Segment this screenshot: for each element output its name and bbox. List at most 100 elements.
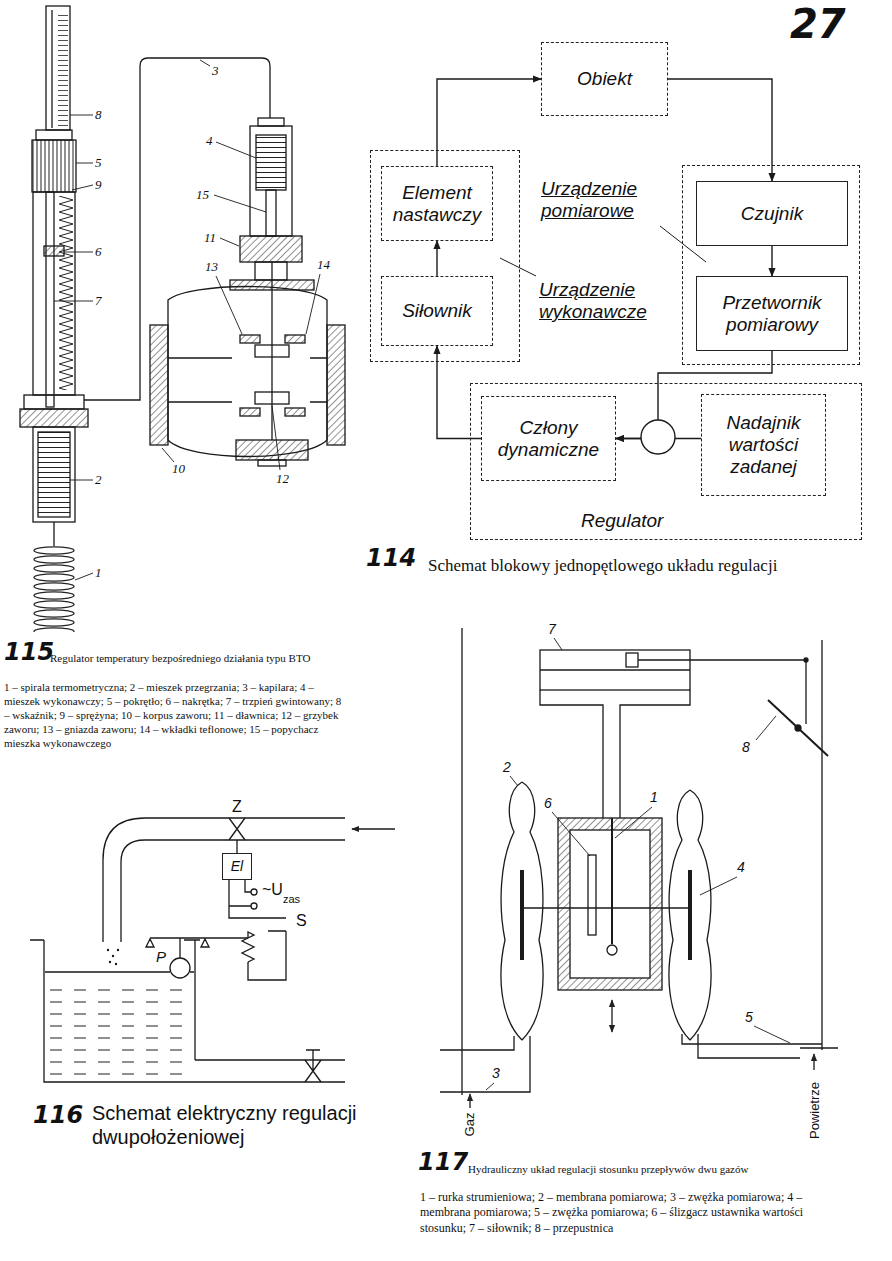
switch-label: S — [296, 913, 307, 929]
scale-indicator — [46, 6, 70, 130]
leader-line — [552, 812, 590, 856]
bottom-boss — [258, 460, 286, 466]
controller-group: Regulator Człony dynamiczne Nadajnik warto… — [470, 383, 862, 540]
scale-ticks — [58, 12, 68, 126]
callout-number: 8 — [742, 740, 750, 755]
fitting — [24, 395, 84, 409]
leader-line — [54, 301, 93, 302]
sensor-box: Czujnik — [696, 181, 848, 246]
callout-number: 11 — [204, 231, 216, 245]
callout-number: 5 — [745, 1010, 753, 1025]
droplets — [107, 949, 119, 965]
node-label: El — [231, 858, 243, 874]
gland — [240, 236, 302, 262]
callout-number: 9 — [95, 178, 102, 192]
valve-seat — [285, 408, 305, 416]
motion-arrow — [611, 1000, 612, 1032]
figure-number: 114 — [366, 546, 416, 570]
leader-lines — [486, 638, 790, 1090]
actuator-cylinder — [540, 650, 690, 690]
node-label: Człony dynamiczne — [486, 417, 611, 461]
wire — [248, 931, 286, 980]
jet-pipe — [611, 818, 613, 944]
node-label: Obiekt — [577, 68, 632, 90]
figure-number: 117 — [418, 1150, 468, 1174]
figure-caption: Schemat blokowy jednopętlowego układu re… — [428, 556, 868, 576]
setpoint-box: Nadajnik wartości zadanej — [701, 394, 826, 496]
callout-number: 8 — [95, 108, 102, 122]
flow-label: Gaz — [463, 1112, 476, 1136]
callout-number: 3 — [492, 1066, 500, 1081]
transducer-box: Przetwornik pomiarowy — [696, 276, 848, 351]
parts-key: 1 – spirala termometryczna; 2 – mieszek … — [4, 680, 342, 750]
overheat-bellows — [38, 432, 70, 517]
leader-line — [754, 1026, 790, 1043]
nut — [44, 246, 64, 256]
inlet-pipe — [103, 818, 345, 942]
actuator-box: Siłownik — [381, 276, 493, 346]
lower-body — [33, 427, 75, 522]
leader-line — [660, 226, 706, 262]
damper-pivot — [795, 725, 801, 731]
hex-nut — [20, 409, 88, 427]
callout-number: 15 — [196, 188, 209, 202]
valve-flange — [150, 325, 168, 445]
thermometric-coil — [33, 546, 75, 632]
impulse-line — [486, 1036, 530, 1092]
group-label: Urządzenie wykonawcze — [539, 279, 674, 323]
callout-number: 6 — [95, 245, 102, 259]
knob — [32, 140, 76, 192]
float-lever — [150, 937, 248, 938]
leader-line — [216, 276, 242, 334]
ratio-control-drawing — [440, 628, 838, 1108]
callout-number: 7 — [548, 622, 556, 637]
leader-line — [75, 573, 93, 580]
float-rod — [179, 938, 180, 958]
callout-number: 1 — [95, 566, 102, 580]
leader-line — [700, 877, 737, 895]
callout-number: 14 — [317, 258, 330, 272]
leader-line — [70, 480, 93, 481]
valve-seat — [240, 335, 260, 343]
node-label: Element nastawczy — [386, 182, 488, 226]
valve-bonnet — [250, 126, 292, 236]
orifice — [440, 1048, 838, 1092]
valve-stem — [271, 262, 272, 440]
callout-number: 1 — [650, 790, 658, 805]
leader-line — [756, 716, 776, 740]
callout-number: 10 — [172, 462, 185, 476]
valve-neck — [255, 262, 287, 280]
valve-plug — [255, 345, 289, 357]
flow-arrow — [352, 828, 395, 829]
flow-arrow — [813, 1054, 814, 1070]
knob-cap — [36, 130, 72, 140]
valve-link — [236, 840, 237, 853]
membrane-capsule — [669, 790, 711, 1040]
coil-stem — [53, 522, 54, 546]
group-label: Regulator — [581, 510, 721, 532]
supply-subscript: zas — [283, 894, 300, 905]
node-label: Czujnik — [741, 203, 803, 225]
node-label: Siłownik — [402, 300, 472, 322]
callout-number: 2 — [95, 473, 102, 487]
leader-line — [220, 238, 239, 246]
figure-number: 116 — [33, 1103, 83, 1127]
membrane-rod — [522, 907, 690, 908]
bottom-cap — [236, 440, 308, 460]
membrane — [688, 870, 692, 960]
leader-line — [615, 807, 652, 838]
figure-caption: Schemat elektryczny regulacji dwupołożen… — [92, 1101, 392, 1149]
pivot — [146, 939, 209, 947]
callout-number: 2 — [503, 760, 511, 775]
spring — [59, 196, 73, 390]
damper-linkage — [638, 660, 806, 724]
threaded-rod — [46, 192, 54, 407]
actuator-bellows — [256, 135, 286, 190]
supply-label: ~U — [262, 882, 283, 898]
leader-line — [272, 406, 280, 470]
measuring-group: Urządzenie pomiaroweCzujnikPrzetwornik p… — [682, 165, 860, 365]
leader-line — [554, 638, 562, 650]
relay-chamber — [570, 830, 650, 978]
valve-seat — [285, 335, 305, 343]
